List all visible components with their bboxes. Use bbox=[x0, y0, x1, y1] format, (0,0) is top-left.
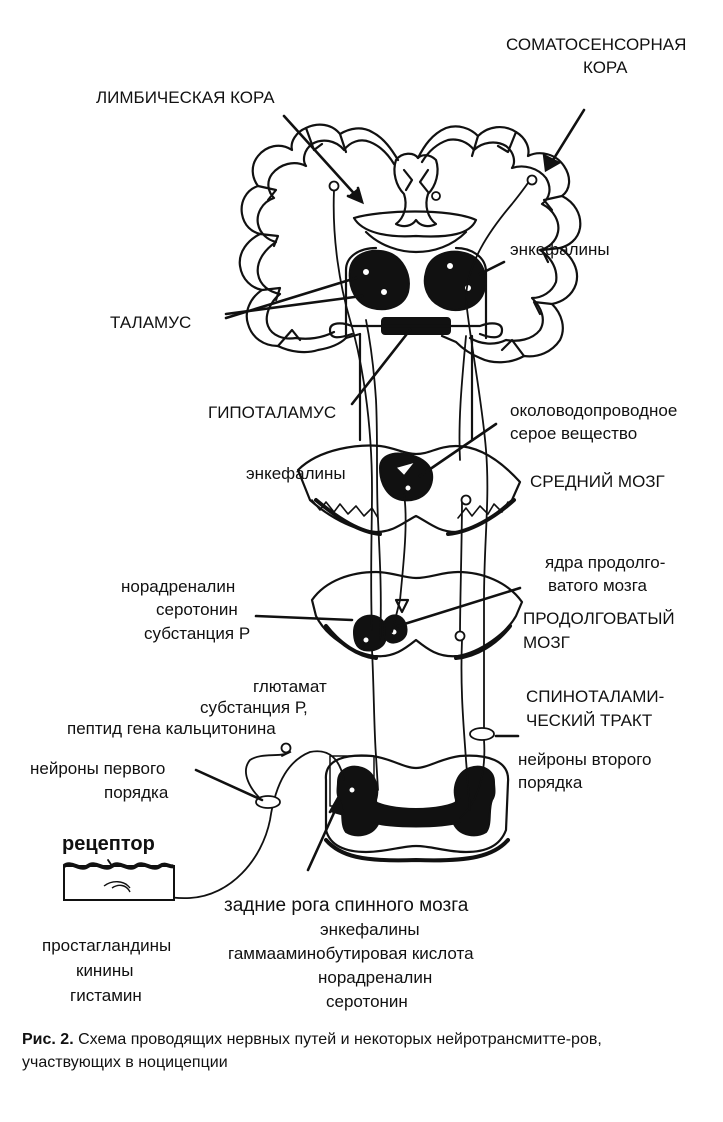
label-dh-serotonin: серотонин bbox=[326, 992, 408, 1011]
label-somatosensory-1: СОМАТОСЕНСОРНАЯ bbox=[506, 35, 687, 54]
label-dh-gaba: гаммааминобутировая кислота bbox=[228, 944, 474, 963]
brain-left-hemisphere bbox=[238, 123, 400, 354]
caption-prefix: Рис. 2. bbox=[22, 1031, 74, 1048]
neuron-cortex-left bbox=[328, 180, 340, 192]
brain-left-inner bbox=[256, 139, 396, 340]
label-kinins: кинины bbox=[76, 961, 134, 980]
label-dh-noradrenaline: норадреналин bbox=[318, 968, 433, 987]
label-limbic-cortex: ЛИМБИЧЕСКАЯ КОРА bbox=[96, 88, 275, 107]
label-medulla-nuclei-1: ядра продолго- bbox=[545, 553, 666, 572]
pointer-enk-top bbox=[478, 260, 506, 276]
tract-to-limbic bbox=[332, 189, 373, 631]
limbic-cortex bbox=[393, 152, 439, 228]
pointer-first-order bbox=[194, 768, 264, 802]
arrow-somato bbox=[546, 108, 586, 170]
label-first-order-2: порядка bbox=[104, 783, 169, 802]
brain-right-hemisphere bbox=[416, 125, 582, 364]
label-histamine: гистамин bbox=[70, 986, 142, 1005]
label-substance-p-2: субстанция Р, bbox=[200, 698, 308, 717]
label-second-order-2: порядка bbox=[518, 773, 583, 792]
label-hypothalamus: ГИПОТАЛАМУС bbox=[208, 403, 337, 422]
label-midbrain: СРЕДНИЙ МОЗГ bbox=[530, 472, 665, 491]
label-cgrp: пептид гена кальцитонина bbox=[67, 719, 276, 738]
brain-right-inner bbox=[420, 138, 560, 345]
receptor-skin bbox=[63, 865, 175, 901]
label-noradrenaline: норадреналин bbox=[121, 577, 236, 596]
label-enkephalins-top: энкефалины bbox=[510, 240, 610, 259]
neuron-cortex-right bbox=[526, 174, 538, 186]
thalamus-right bbox=[423, 250, 487, 312]
pointer-pag bbox=[418, 422, 498, 478]
label-glutamate: глютамат bbox=[253, 677, 327, 696]
thalamus-left bbox=[348, 249, 410, 311]
label-receptor: рецептор bbox=[62, 833, 155, 855]
pointer-norad bbox=[254, 614, 354, 622]
descending-pathway bbox=[391, 493, 407, 633]
corpus-callosum bbox=[352, 210, 478, 238]
label-dh-enkephalins: энкефалины bbox=[320, 920, 420, 939]
label-dorsal-horn: задние рога спинного мозга bbox=[224, 895, 469, 916]
second-order-marker bbox=[469, 727, 495, 741]
label-spinothalamic-1: СПИНОТАЛАМИ- bbox=[526, 687, 665, 706]
medulla-section bbox=[310, 570, 524, 658]
label-somatosensory-2: КОРА bbox=[583, 58, 628, 77]
pointer-hypothalamus bbox=[350, 328, 412, 406]
periaqueductal-grey bbox=[378, 452, 434, 502]
label-first-order-1: нейроны первого bbox=[30, 759, 166, 778]
midbrain-section bbox=[296, 444, 522, 534]
label-second-order-1: нейроны второго bbox=[518, 750, 652, 769]
label-spinothalamic-2: ЧЕСКИЙ ТРАКТ bbox=[526, 711, 653, 730]
label-medulla-1: ПРОДОЛГОВАТЫЙ bbox=[523, 609, 675, 628]
pointer-dorsal-horn bbox=[306, 802, 340, 872]
brainstem bbox=[358, 332, 474, 442]
label-pag-2: серое вещество bbox=[510, 424, 638, 443]
label-substance-p: субстанция Р bbox=[144, 624, 251, 643]
grey-commissure bbox=[371, 798, 461, 828]
label-pag-1: околоводопроводное bbox=[510, 401, 678, 420]
label-medulla-nuclei-2: ватого мозга bbox=[548, 576, 648, 595]
arrow-limbic bbox=[282, 114, 362, 202]
label-enkephalins-mid: энкефалины bbox=[246, 464, 346, 483]
label-prostaglandins: простагландины bbox=[42, 936, 172, 955]
caption-text: Схема проводящих нервных путей и некотор… bbox=[22, 1031, 602, 1071]
label-serotonin: серотонин bbox=[156, 600, 238, 619]
label-medulla-2: МОЗГ bbox=[523, 633, 570, 652]
medulla-nucleus-left bbox=[352, 614, 388, 652]
label-thalamus: ТАЛАМУС bbox=[110, 313, 192, 332]
medulla-nucleus-right bbox=[382, 614, 408, 644]
figure-caption: Рис. 2. Схема проводящих нервных путей и… bbox=[22, 1028, 702, 1074]
spinal-cord-section bbox=[324, 754, 510, 854]
pointer-medulla-nuclei bbox=[396, 586, 522, 628]
